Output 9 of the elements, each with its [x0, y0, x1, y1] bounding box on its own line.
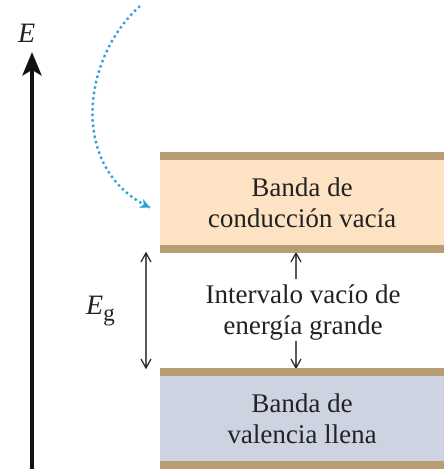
- conduction-band: Banda de conducción vacía: [160, 152, 444, 253]
- valence-band: Banda de valencia llena: [160, 368, 444, 469]
- axis-label: E: [18, 18, 36, 50]
- arrow: [140, 252, 152, 369]
- arrow: [290, 341, 302, 369]
- arrow: [290, 252, 302, 279]
- band-gap-label: Intervalo vacío de energía grande: [162, 279, 444, 341]
- arrow: [91, 5, 151, 209]
- gap-energy-label: E$_{g}$: [86, 290, 115, 328]
